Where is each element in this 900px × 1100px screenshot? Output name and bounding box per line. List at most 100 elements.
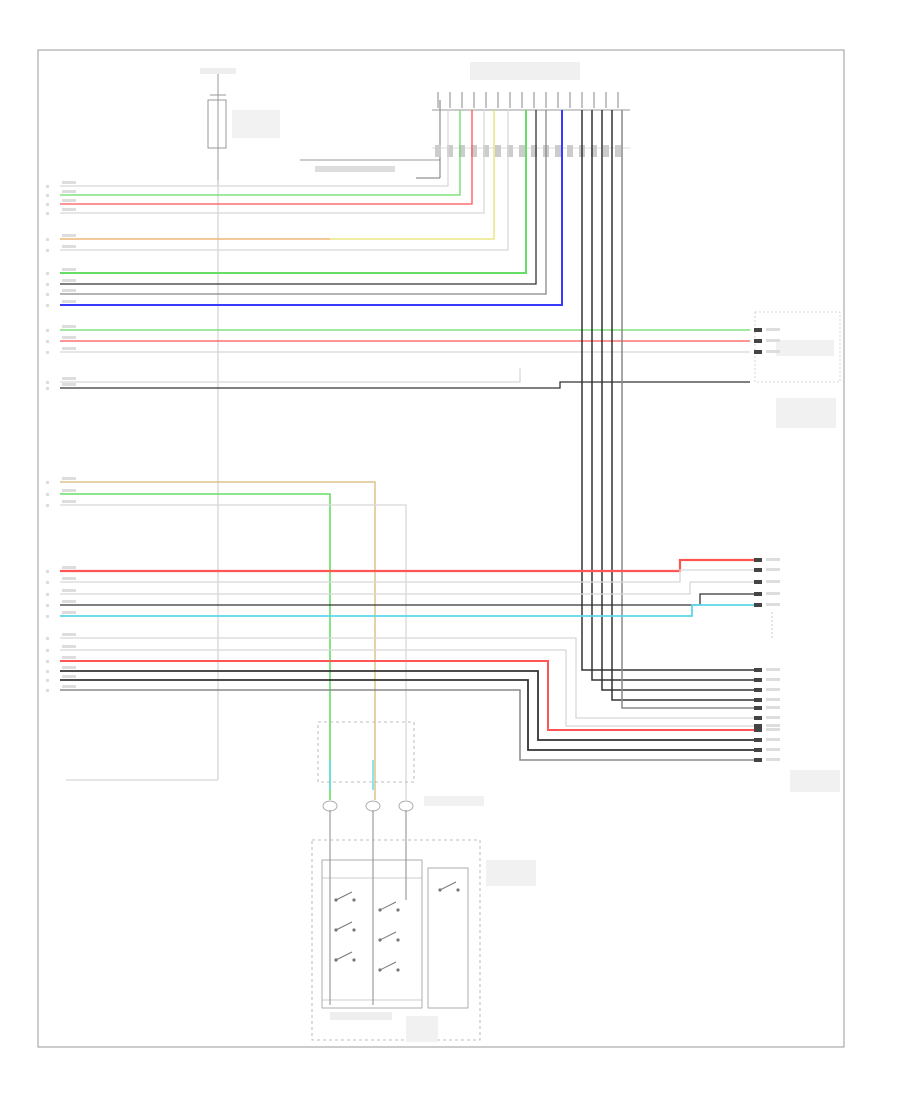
pin-number-stub [46,212,49,215]
wire-bus-red [60,558,760,573]
switch-lever [335,921,353,931]
wire-top-9 [60,110,547,295]
right-pin-label-stub [766,568,780,571]
wire-top-6 [60,110,509,251]
switch-contact [396,968,400,972]
switch-contact [352,898,356,902]
right-pin-terminal [754,728,762,732]
wire-label-stub [62,477,76,480]
wire-top-3 [60,110,473,205]
pin-number-stub [46,185,49,188]
pin-number-stub [46,689,49,692]
wire-top-8 [60,110,537,285]
wire-low-3 [60,504,407,800]
right-pin-label-stub [766,339,780,342]
wire-label-stub [62,577,76,580]
right-pin-terminal [754,558,762,562]
top-left-component [66,68,280,781]
wire-label-stub [62,347,76,350]
pin-number-stub [46,615,49,618]
wire-bot-1 [60,637,760,719]
pin-number-stub [46,670,49,673]
top-pin-terminal [603,145,609,157]
wire-label-stub [62,245,76,248]
switch-lever [379,931,397,941]
right-pin-terminal [754,716,762,720]
wire-bot-6 [60,689,760,761]
pin-number-stub [46,504,49,507]
top-pin-terminal [591,145,597,157]
top-pin-terminal [447,145,453,157]
right-pin-label-stub [766,350,780,353]
right-pin-label-stub [766,706,780,709]
top-pin-terminal [615,145,621,157]
right-pin-terminal [754,678,762,682]
right-pin-terminal [754,758,762,762]
right-pin-terminal [754,339,762,343]
switch-contacts [334,881,460,972]
right-pin-terminal [754,688,762,692]
pin-number-stub [46,660,49,663]
right-pin-terminal [754,580,762,584]
pin-number-stub [46,381,49,384]
top-connector-block [300,62,630,179]
left-wire-labels [46,181,76,692]
switch-lever [379,961,397,971]
wire-trunk-3 [601,110,760,691]
wire-bus-cyan [60,604,760,617]
right-pin-label-stub [766,592,780,595]
pin-number-stub [46,272,49,275]
pin-number-stub [46,637,49,640]
top-pin-terminal [495,145,501,157]
right-pin-terminal [754,328,762,332]
pin-number-stub [46,329,49,332]
wire-label-stub [62,190,76,193]
pin-number-stub [46,493,49,496]
wire-label-stub [62,685,76,688]
wire-label-stub [62,666,76,669]
right-pin-terminal [754,592,762,596]
right-middle-component [754,311,841,428]
wire-label-stub [62,675,76,678]
wire-top-4 [60,110,485,214]
wire-label-stub [62,279,76,282]
top-pin-terminal [531,145,537,157]
right-lower-component [771,612,840,792]
wire-trunk-1 [581,110,760,671]
wire-label-stub [62,234,76,237]
wire-bus-2 [60,581,760,595]
wire-top-10 [60,110,563,306]
wire-trunk-5 [621,110,760,709]
pin-number-stub [46,293,49,296]
pin-number-stub [46,387,49,390]
wire-bot-5 [60,679,760,751]
right-pin-terminal [754,350,762,354]
wire-label-stub [62,589,76,592]
wire-bot-3 [60,660,760,731]
wire-layer [60,110,760,1005]
right-pin-terminal [754,698,762,702]
wire-mid-5 [60,381,750,389]
switch-contact [352,928,356,932]
wire-label-stub [62,208,76,211]
right-pin-label-stub [766,728,780,731]
pin-number-stub [46,581,49,584]
pin-number-stub [46,238,49,241]
right-pin-label-stub [766,716,780,719]
wire-label-stub [62,500,76,503]
pin-number-stub [46,203,49,206]
right-pin-terminal [754,724,762,728]
right-pin-terminal [754,748,762,752]
wire-trunk-4 [611,110,760,701]
right-pin-terminal [754,706,762,710]
right-pin-label-stub [766,603,780,606]
wire-top-7 [60,110,527,274]
right-pin-label-stub [766,668,780,671]
wire-label-stub [62,268,76,271]
wire-low-1 [60,481,376,800]
right-pin-terminal [754,668,762,672]
switch-lever [335,951,353,961]
top-pin-terminal [519,145,525,157]
wire-label-stub [62,489,76,492]
